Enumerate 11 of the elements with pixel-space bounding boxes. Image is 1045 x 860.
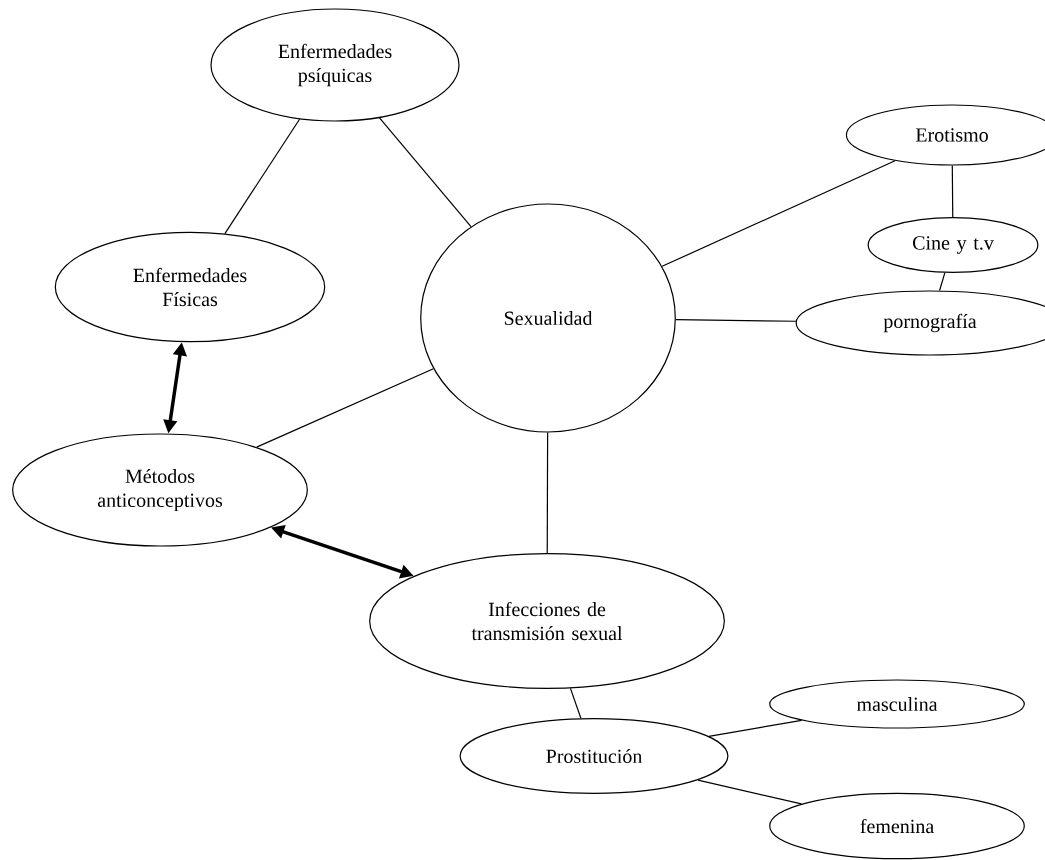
connector-line: [546, 432, 549, 554]
connector-line: [951, 165, 954, 218]
connector-line: [675, 319, 797, 322]
connector-line: [378, 117, 472, 228]
connector-line: [224, 118, 301, 235]
connector-line: [569, 687, 582, 719]
connector-line: [939, 272, 946, 292]
connector-line: [661, 160, 896, 267]
connector-line: [697, 779, 802, 805]
connector-line: [256, 368, 434, 448]
connector-line: [708, 719, 803, 737]
